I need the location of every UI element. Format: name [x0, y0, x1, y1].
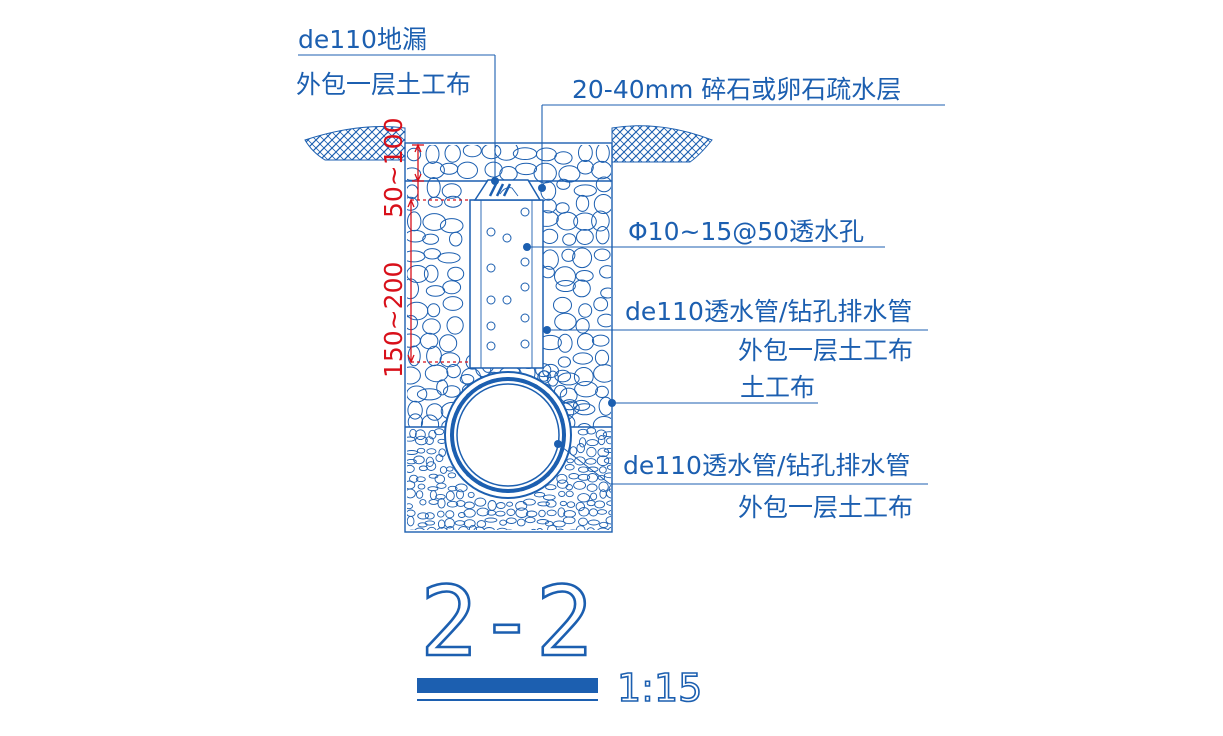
label-pipe-upper: de110透水管/钻孔排水管: [625, 297, 912, 326]
ground-soil-right: [611, 125, 713, 163]
permeable-holes: [486, 207, 530, 351]
label-pipe-lower: de110透水管/钻孔排水管: [623, 451, 910, 480]
leader-lines: [298, 54, 945, 485]
label-permeable-holes: Φ10~15@50透水孔: [628, 217, 864, 246]
section-scale: 1:15: [617, 666, 702, 710]
dim-top: 50~100: [379, 118, 408, 218]
label-gravel-layer: 20-40mm 碎石或卵石疏水层: [572, 75, 901, 104]
label-pipe-lower-wrap: 外包一层土工布: [738, 493, 913, 522]
ground-soil-left: [304, 126, 406, 161]
floor-drain: [469, 179, 544, 369]
label-drain-wrap: 外包一层土工布: [296, 70, 471, 99]
section-title: 2-2: [420, 566, 593, 678]
trench-outline: [404, 142, 613, 533]
horizontal-drain-pipe: [444, 371, 572, 499]
label-geotextile: 土工布: [740, 373, 815, 402]
drain-grate-icon: [488, 183, 512, 197]
title-underline-thick: [417, 678, 598, 693]
label-pipe-upper-wrap: 外包一层土工布: [738, 336, 913, 365]
gravel-lower-fill: [407, 427, 611, 530]
dimension-lines: [407, 143, 470, 364]
dim-lower: 150~200: [379, 262, 408, 378]
label-drain: de110地漏: [298, 25, 427, 54]
